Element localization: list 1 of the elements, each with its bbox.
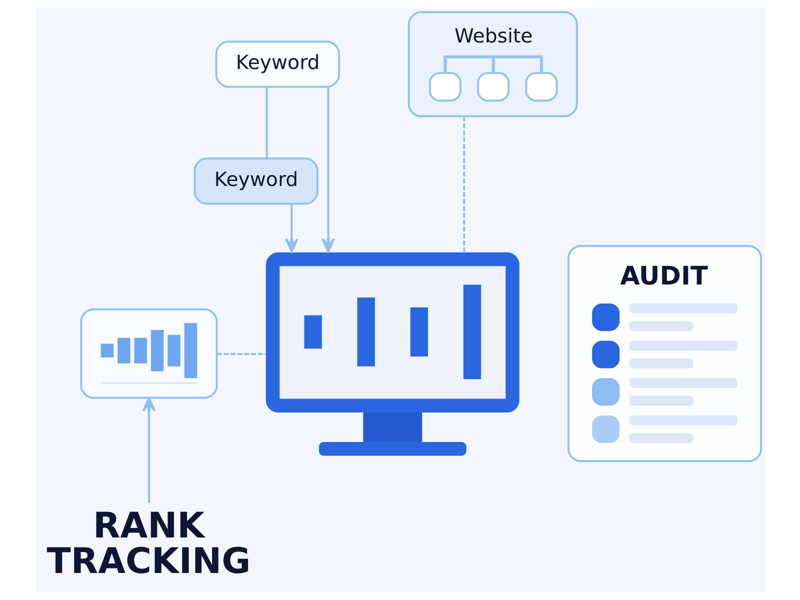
- node-text: RANK TRACKING: [46, 506, 250, 582]
